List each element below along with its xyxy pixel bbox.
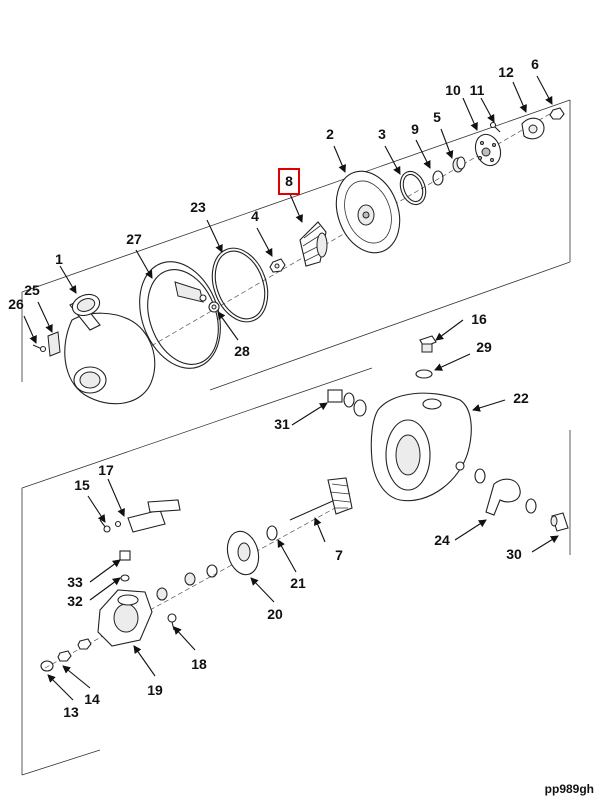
callout-27[interactable]: 27 xyxy=(126,231,142,247)
callout-16[interactable]: 16 xyxy=(471,311,487,327)
callout-14[interactable]: 14 xyxy=(84,691,100,707)
part-3-seal-ring xyxy=(399,170,427,206)
callout-25[interactable]: 25 xyxy=(24,282,40,298)
part-22-center-housing xyxy=(370,392,472,502)
callout-12[interactable]: 12 xyxy=(498,64,514,80)
callout-6[interactable]: 6 xyxy=(531,56,539,72)
callout-5[interactable]: 5 xyxy=(433,109,441,125)
reference-code: pp989gh xyxy=(544,782,594,796)
part-1-compressor-housing xyxy=(64,293,156,405)
callout-8[interactable]: 8 xyxy=(285,173,293,189)
part-4-nut xyxy=(269,258,286,273)
callout-labels: 1 2 3 4 5 6 7 8 9 10 11 12 13 14 15 16 1… xyxy=(8,56,539,720)
part-6-lock-nut xyxy=(549,107,565,120)
part-32-washer xyxy=(120,574,130,582)
lower-axis xyxy=(44,507,336,669)
lower-panel-frame xyxy=(21,367,571,776)
part-29-o-ring xyxy=(415,369,433,379)
part-9-snap-ring xyxy=(432,170,444,186)
part-20-heat-shield xyxy=(226,530,260,576)
callout-20[interactable]: 20 xyxy=(267,606,283,622)
part-21-seal-ring xyxy=(266,525,278,541)
callout-24[interactable]: 24 xyxy=(434,532,450,548)
part-5-sleeve xyxy=(452,156,466,173)
part-2-backplate xyxy=(335,170,401,254)
callout-1[interactable]: 1 xyxy=(55,251,63,267)
lower-axis-small-parts xyxy=(156,564,218,601)
part-25-lock-plate xyxy=(47,331,61,357)
callout-2[interactable]: 2 xyxy=(326,126,334,142)
part-12-thrust-collar xyxy=(521,117,545,140)
callout-23[interactable]: 23 xyxy=(190,199,206,215)
part-28-nut xyxy=(208,301,220,313)
callout-17[interactable]: 17 xyxy=(98,462,114,478)
part-30-drain-bolt xyxy=(550,512,569,532)
part-33-plug xyxy=(119,550,131,561)
callout-8-highlight-box xyxy=(278,168,300,195)
leader-lines xyxy=(23,75,559,701)
callout-28[interactable]: 28 xyxy=(234,343,250,359)
callout-29[interactable]: 29 xyxy=(476,339,492,355)
callout-13[interactable]: 13 xyxy=(63,704,79,720)
part-26-bolt xyxy=(32,344,47,353)
callout-33[interactable]: 33 xyxy=(67,574,83,590)
part-14-nut xyxy=(57,638,92,662)
part-11-screw xyxy=(489,121,501,133)
part-19-cover xyxy=(97,589,153,647)
part-23-o-ring xyxy=(211,247,269,323)
callout-21[interactable]: 21 xyxy=(290,575,306,591)
callout-32[interactable]: 32 xyxy=(67,593,83,609)
callout-18[interactable]: 18 xyxy=(191,656,207,672)
part-13-washer xyxy=(40,660,54,672)
part-10-thrust-bearing xyxy=(474,133,502,167)
callout-15[interactable]: 15 xyxy=(74,477,90,493)
callout-22[interactable]: 22 xyxy=(513,390,529,406)
callout-26[interactable]: 26 xyxy=(8,296,24,312)
part-17-bracket xyxy=(114,499,181,533)
callout-9[interactable]: 9 xyxy=(411,121,419,137)
part-16-plug xyxy=(419,335,437,353)
part-7-turbine-shaft xyxy=(289,477,353,521)
callout-31[interactable]: 31 xyxy=(274,416,290,432)
callout-19[interactable]: 19 xyxy=(147,682,163,698)
callout-4[interactable]: 4 xyxy=(251,208,259,224)
callout-7[interactable]: 7 xyxy=(335,547,343,563)
part-31-plug xyxy=(327,389,367,417)
part-24-elbow-fitting xyxy=(474,468,537,516)
callout-3[interactable]: 3 xyxy=(378,126,386,142)
callout-30[interactable]: 30 xyxy=(506,546,522,562)
callout-11[interactable]: 11 xyxy=(470,82,485,98)
upper-panel-frame xyxy=(21,99,571,391)
callout-10[interactable]: 10 xyxy=(445,82,461,98)
part-8-compressor-wheel xyxy=(299,221,328,267)
